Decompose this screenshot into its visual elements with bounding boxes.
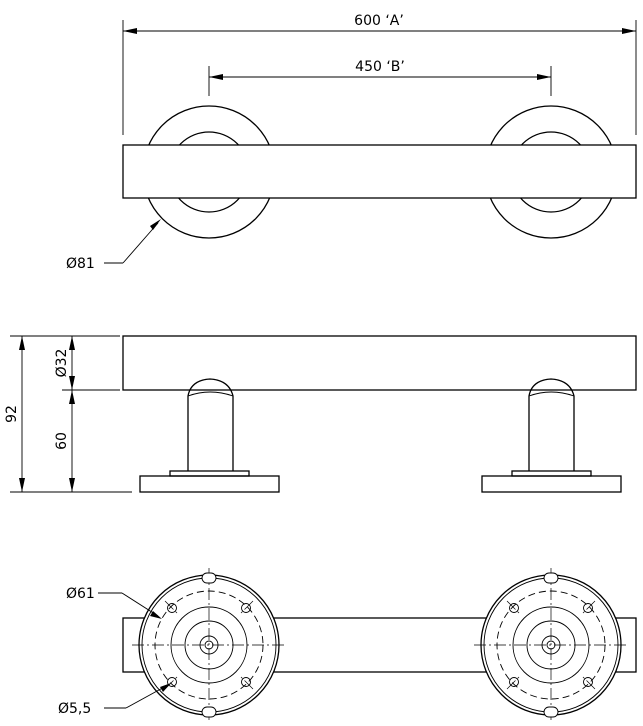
handle-bar-side	[122, 335, 637, 391]
top-view: 600 ‘A’ 450 ‘B’ Ø81	[66, 13, 637, 272]
mounting-plate-left	[132, 568, 286, 722]
base-plate-left	[139, 475, 280, 493]
dimension-rose-diameter: Ø81	[66, 256, 95, 272]
dimension-centers: 450 ‘B’	[355, 59, 405, 75]
dimension-overall-length: 600 ‘A’	[354, 13, 404, 29]
standoff-right	[528, 378, 575, 471]
dimension-standoff-height: 60	[54, 432, 70, 450]
base-plate-right	[481, 475, 622, 493]
dimension-plate-diameter: Ø61	[66, 586, 95, 602]
bottom-view: Ø61 Ø5,5	[58, 568, 637, 722]
handle-bar-top	[122, 144, 637, 199]
dimension-hole-diameter: Ø5,5	[58, 701, 91, 717]
side-view: 92 Ø32 60	[4, 335, 637, 493]
standoff-left	[187, 378, 234, 471]
dimension-bar-diameter: Ø32	[54, 349, 70, 378]
mounting-plate-right	[474, 568, 628, 722]
handle-bar-bottom	[122, 617, 637, 673]
dimension-overall-height: 92	[4, 405, 20, 423]
